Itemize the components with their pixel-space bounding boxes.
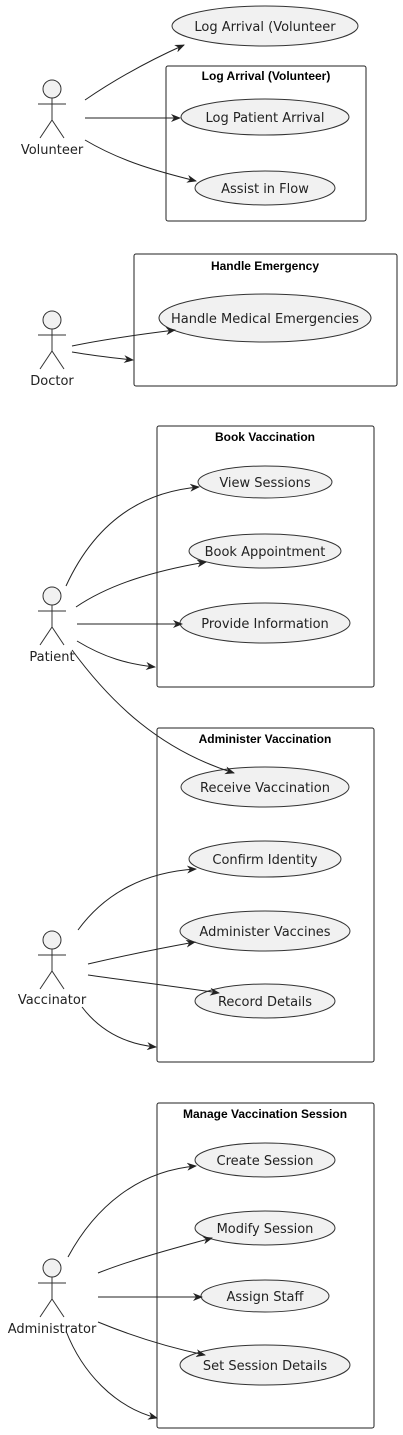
edge-vaccinator-boundary (81, 1006, 157, 1051)
boundary-handle-emergency: Handle Emergency Handle Medical Emergenc… (133, 253, 398, 387)
actor-vaccinator: Vaccinator (18, 930, 87, 1008)
edge-administrator-boundary (65, 1330, 158, 1420)
edge-administrator-set-session-details (97, 1321, 206, 1358)
boundary-book-vaccination: Book Vaccination View Sessions Book Appo… (156, 425, 375, 688)
usecase-administer-vaccines: Administer Vaccines (179, 910, 351, 952)
actor-volunteer: Volunteer (21, 79, 84, 158)
usecase-label: View Sessions (219, 476, 311, 491)
boundary-manage-vaccination-session: Manage Vaccination Session Create Sessio… (156, 1102, 375, 1429)
usecase-label: Provide Information (201, 617, 329, 632)
actor-label: Patient (29, 650, 74, 665)
edge-vaccinator-confirm-identity (77, 865, 197, 931)
edge-volunteer-standalone (84, 44, 185, 101)
actor-label: Administrator (8, 1322, 97, 1337)
usecase-label: Log Arrival (Volunteer (194, 20, 336, 35)
boundary-log-arrival-volunteer: Log Arrival (Volunteer) Log Patient Arri… (165, 65, 367, 222)
boundary-title: Book Vaccination (215, 430, 315, 444)
edges (65, 44, 235, 1420)
actor-label: Vaccinator (18, 993, 87, 1008)
usecase-log-patient-arrival: Log Patient Arrival (180, 98, 350, 136)
usecase-log-arrival-volunteer-standalone: Log Arrival (Volunteer (171, 5, 359, 47)
usecase-confirm-identity: Confirm Identity (188, 840, 342, 878)
usecase-label: Set Session Details (203, 1359, 328, 1374)
usecase-label: Handle Medical Emergencies (171, 312, 359, 327)
usecase-label: Assist in Flow (221, 182, 309, 197)
boundary-title: Log Arrival (Volunteer) (202, 69, 331, 83)
edge-patient-book-appointment (75, 559, 207, 608)
usecase-label: Assign Staff (227, 1290, 305, 1305)
usecase-label: Book Appointment (205, 545, 326, 560)
edge-administrator-modify-session (97, 1236, 213, 1274)
usecase-label: Confirm Identity (212, 853, 318, 868)
usecase-label: Receive Vaccination (200, 781, 330, 796)
edge-administrator-create-session (67, 1162, 197, 1258)
usecase-provide-information: Provide Information (179, 602, 351, 644)
edge-patient-receive-vaccination (71, 649, 235, 775)
actor-label: Doctor (30, 374, 74, 389)
usecase-book-appointment: Book Appointment (188, 533, 342, 569)
usecase-record-details: Record Details (194, 983, 336, 1019)
boundary-administer-vaccination: Administer Vaccination Receive Vaccinati… (156, 727, 375, 1063)
usecase-create-session: Create Session (194, 1142, 336, 1178)
edge-vaccinator-administer-vaccines (87, 939, 196, 965)
boundary-title: Handle Emergency (211, 259, 319, 273)
usecase-view-sessions: View Sessions (197, 465, 333, 499)
usecase-set-session-details: Set Session Details (179, 1344, 351, 1386)
actor-administrator: Administrator (8, 1258, 97, 1337)
actor-label: Volunteer (21, 143, 84, 158)
edge-volunteer-assist-in-flow (84, 139, 197, 183)
edge-vaccinator-record-details (87, 974, 220, 996)
usecase-label: Record Details (218, 995, 312, 1010)
usecase-label: Log Patient Arrival (206, 111, 325, 126)
usecase-handle-medical-emergencies: Handle Medical Emergencies (158, 293, 372, 343)
usecase-label: Create Session (217, 1154, 314, 1169)
usecase-assign-staff: Assign Staff (200, 1279, 330, 1313)
edge-doctor-boundary (71, 351, 134, 364)
usecase-label: Modify Session (217, 1222, 314, 1237)
usecase-label: Administer Vaccines (199, 925, 330, 940)
edge-patient-book-boundary (76, 640, 156, 670)
usecase-receive-vaccination: Receive Vaccination (180, 766, 350, 808)
actor-patient: Patient (29, 586, 75, 665)
edge-doctor-handle-medical-emergencies (71, 327, 176, 347)
usecase-modify-session: Modify Session (194, 1210, 336, 1246)
boundary-title: Administer Vaccination (199, 732, 332, 746)
actor-doctor: Doctor (30, 310, 74, 389)
boundary-title: Manage Vaccination Session (183, 1107, 347, 1121)
edge-patient-view-sessions (65, 483, 200, 587)
usecase-assist-in-flow: Assist in Flow (194, 170, 336, 206)
